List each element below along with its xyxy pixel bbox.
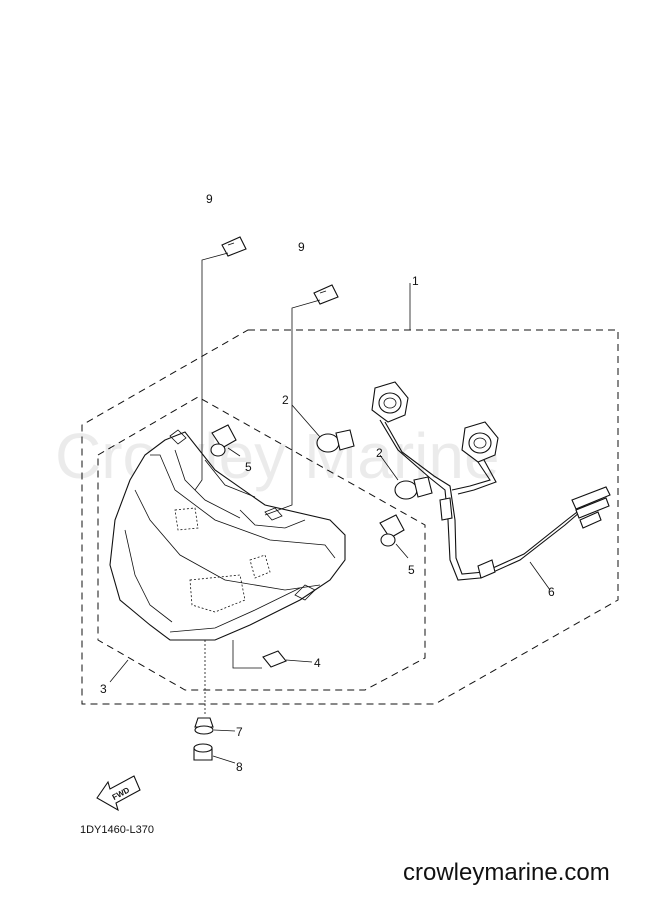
nut-4: [262, 650, 287, 668]
callout-5-lower: 5: [408, 563, 415, 577]
callout-8: 8: [236, 760, 243, 774]
collar-8: [193, 743, 213, 761]
clip-9-lower: [313, 284, 339, 305]
headlight-housing: [109, 429, 346, 641]
drawing-code: 1DY1460-L370: [80, 824, 154, 836]
callout-7: 7: [236, 725, 243, 739]
wire-harness-6: [379, 419, 611, 581]
socket-holder-upper: [371, 381, 409, 423]
callout-2-upper: 2: [282, 393, 289, 407]
screw-7: [194, 717, 214, 735]
callout-9-upper: 9: [206, 192, 213, 206]
callout-6: 6: [548, 585, 555, 599]
socket-5-upper: [210, 424, 237, 457]
website-url: crowleymarine.com: [403, 859, 610, 886]
callout-1: 1: [412, 274, 419, 288]
assembly-outline-3: [97, 396, 426, 691]
callout-2-lower: 2: [376, 446, 383, 460]
watermark-text: Crowley Marine: [55, 420, 500, 492]
callout-4: 4: [314, 656, 321, 670]
socket-5-lower: [379, 514, 405, 547]
forward-arrow-icon: FWD: [96, 775, 141, 812]
callout-3: 3: [100, 682, 107, 696]
callout-5-upper: 5: [245, 460, 252, 474]
clip-9-upper: [221, 236, 247, 257]
assembly-outline-1: [81, 329, 619, 705]
socket-holder-lower: [461, 421, 499, 463]
leader-lines: [109, 252, 551, 764]
callout-9-lower: 9: [298, 240, 305, 254]
bulb-2-upper: [316, 429, 355, 453]
bulb-2-lower: [394, 476, 433, 500]
